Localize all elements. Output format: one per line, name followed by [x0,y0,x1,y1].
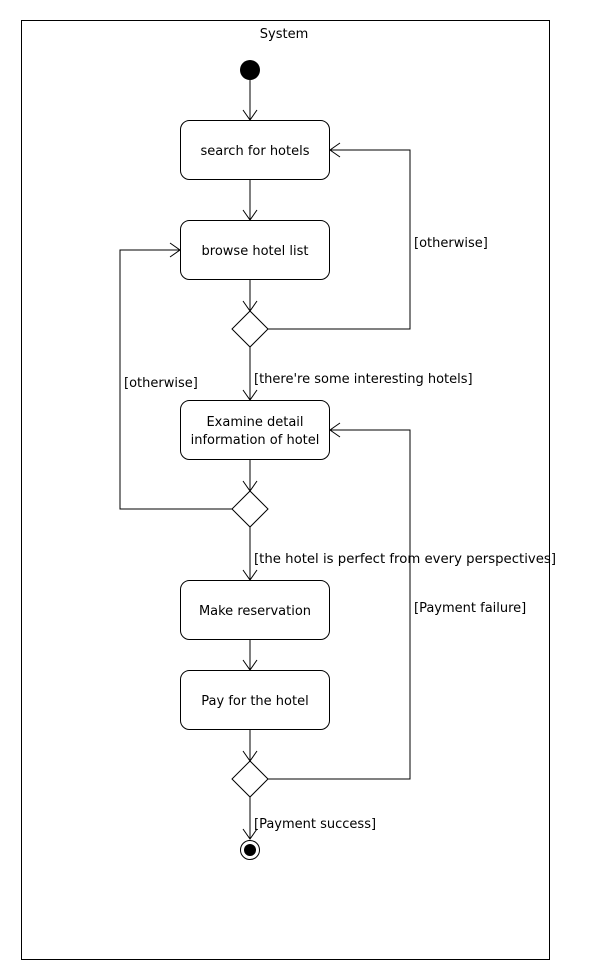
edge-decision1-to-search [268,149,411,330]
action-box [180,220,330,280]
action-box [180,120,330,180]
action-examine: Examine detail information of hotel [180,400,330,460]
action-pay: Pay for the hotel [180,670,330,730]
swimlane-frame [21,20,550,960]
arrowhead [242,828,258,840]
decision-node-3 [231,760,269,798]
swimlane-title: System [260,27,308,42]
action-label: Pay for the hotel [201,694,308,709]
action-label: search for hotels [201,144,310,159]
guard-otherwise-left: [otherwise] [124,376,198,391]
action-label-line1: Examine detail [206,415,303,430]
guard-otherwise-right: [otherwise] [414,236,488,251]
edge-decision2-to-browse [119,249,232,510]
action-label-line2: information of hotel [191,433,320,448]
guard-interesting-hotels: [there're some interesting hotels] [254,372,473,387]
action-browse: browse hotel list [180,220,330,280]
edge-decision3-to-examine [268,429,411,780]
decision-node-2 [231,490,269,528]
action-box [180,670,330,730]
initial-node [240,60,260,80]
guard-payment-success: [Payment success] [254,817,376,832]
action-search: search for hotels [180,120,330,180]
action-reserve: Make reservation [180,580,330,640]
action-label: browse hotel list [202,244,309,259]
decision-node-1 [231,310,269,348]
final-node-dot [244,844,256,856]
action-box [180,400,330,460]
action-label: Make reservation [199,604,311,619]
guard-hotel-perfect: [the hotel is perfect from every perspec… [254,552,556,567]
action-box [180,580,330,640]
guard-payment-failure: [Payment failure] [414,601,526,616]
